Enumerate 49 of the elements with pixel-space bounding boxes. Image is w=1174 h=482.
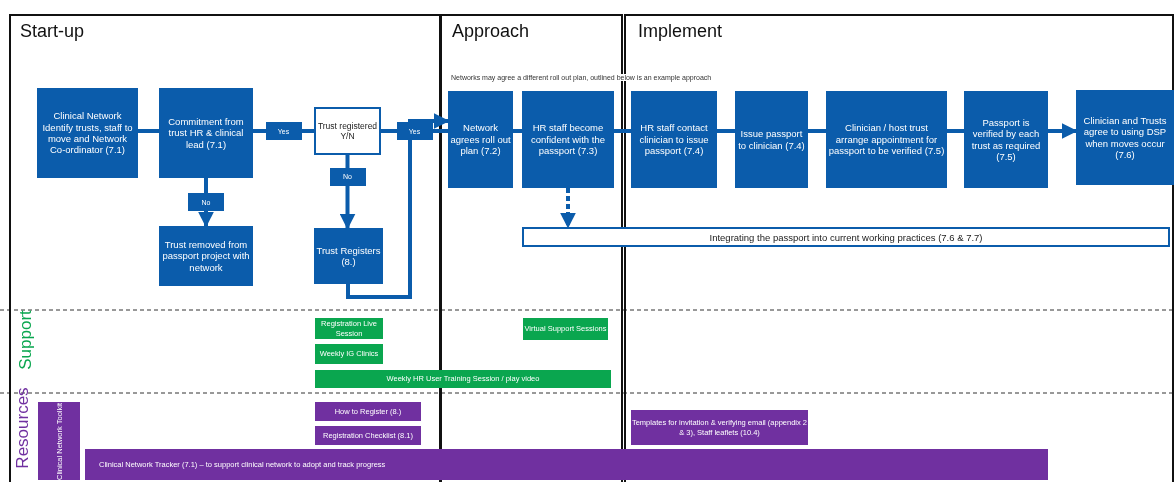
connector-line [513, 129, 522, 133]
phase-heading: Implement [638, 21, 723, 42]
box-label: Issue passport to clinician (7.4) [737, 128, 806, 151]
arrow [560, 188, 576, 229]
connector-line [717, 129, 735, 133]
resource-bar [85, 449, 1048, 480]
connector-line [947, 129, 964, 133]
connector-line [138, 129, 159, 133]
box-label: Trust removed from passport project with network [161, 238, 251, 274]
process-box [448, 91, 513, 188]
resource-box [315, 426, 421, 445]
phase-heading: Start-up [20, 21, 85, 42]
box-label: Commitment from trust HR & clinical lead (7.1) [167, 115, 245, 151]
process-box [314, 228, 383, 284]
support-box [315, 318, 383, 339]
box-label: Clinician and Trusts agree to using DSP when moves occur (7.6) [1082, 114, 1168, 161]
resource-box [315, 402, 421, 421]
box-label: Trust registered Y/N [316, 120, 379, 142]
box-label: Network agrees roll out plan (7.2) [450, 122, 511, 157]
process-box [1076, 90, 1174, 185]
lane-heading: Support [16, 310, 36, 370]
process-box [159, 88, 253, 178]
box-label: Clinical Network Identify trusts, staff to move and Network Co-ordinator (7.1) [41, 110, 134, 156]
box-label: Passport is verified by each trust as required (7.5) [970, 116, 1042, 163]
process-bar [522, 227, 1170, 247]
box-label: Clinician / host trust arrange appointment for passport to be verified (7.5) [828, 122, 945, 157]
arrow [1048, 123, 1078, 139]
arrow [346, 113, 450, 299]
resource-box [631, 410, 808, 445]
support-box [315, 344, 383, 364]
process-box [964, 91, 1048, 188]
process-box [735, 91, 808, 188]
decision-box [314, 107, 381, 155]
box-label: HR staff become confident with the passport (7.3) [530, 122, 606, 157]
box-label: HR staff contact clinician to issue passport (7.4) [638, 122, 710, 157]
process-box [826, 91, 947, 188]
process-box [159, 226, 253, 286]
phase-heading: Approach [452, 21, 530, 42]
support-box [315, 370, 611, 388]
connector-line [614, 129, 631, 133]
resource-box [38, 402, 80, 480]
process-box [631, 91, 717, 188]
process-box [37, 88, 138, 178]
connector-line [808, 129, 826, 133]
support-box [523, 318, 608, 340]
process-box [522, 91, 614, 188]
box-label: Trust Registers (8.) [316, 244, 381, 268]
box-label: Integrating the passport into current working practices (7.6 & 7.7) [709, 231, 983, 243]
lane-heading: Resources [13, 386, 33, 471]
